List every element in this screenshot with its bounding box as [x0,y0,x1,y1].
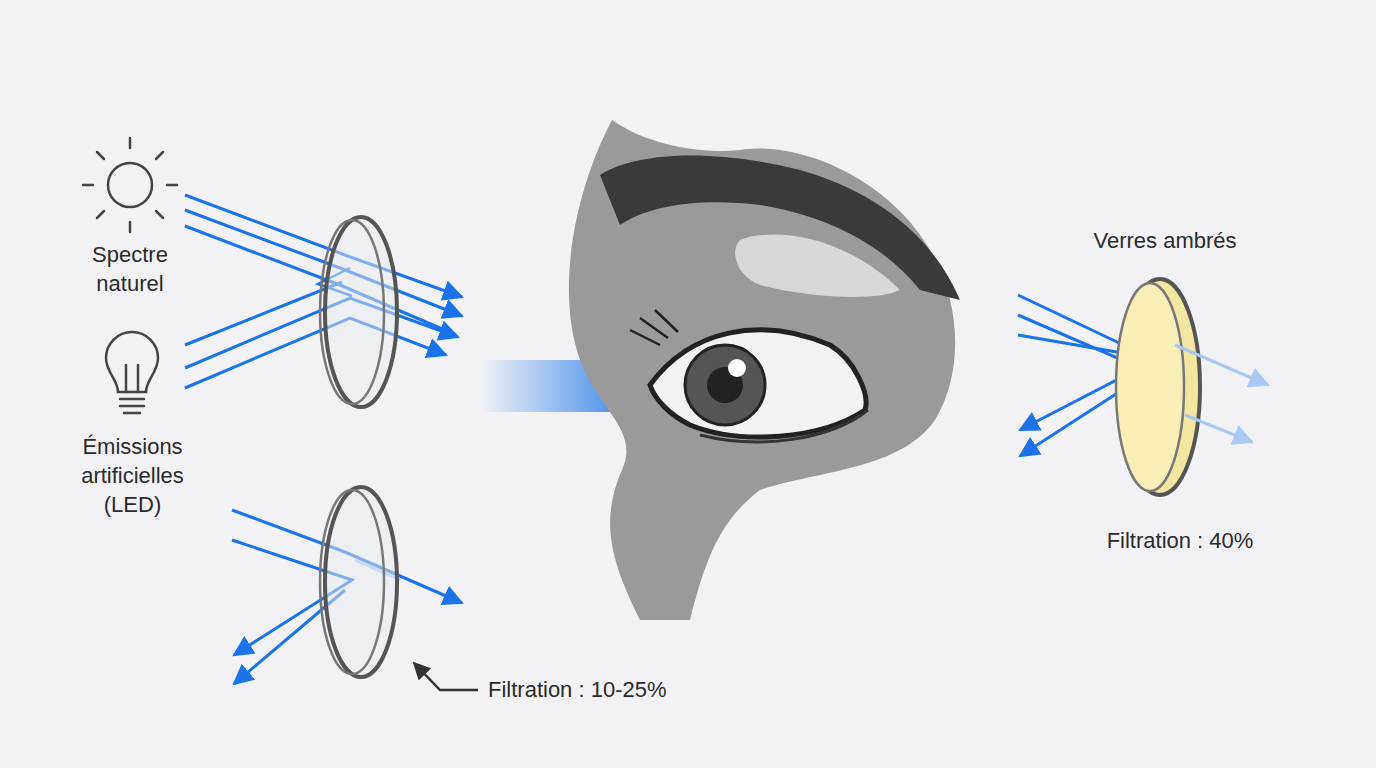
source-label: Émissions artificielles (LED) [55,432,210,519]
amber-lens [1116,279,1200,495]
eye-illustration [569,120,960,620]
lens-label: Verres ambrés [1070,226,1260,255]
filtration-value: Filtration : 40% [1080,526,1280,555]
clear-lens [320,217,397,407]
sun-icon [83,138,177,232]
led-bulb-icon [106,332,158,413]
filtration-value: Filtration : 10-25% [488,675,708,704]
transmitted-rays [1175,345,1268,442]
source-label: Spectre naturel [60,240,200,298]
leader-line [414,663,478,690]
clear-lens [320,487,397,677]
